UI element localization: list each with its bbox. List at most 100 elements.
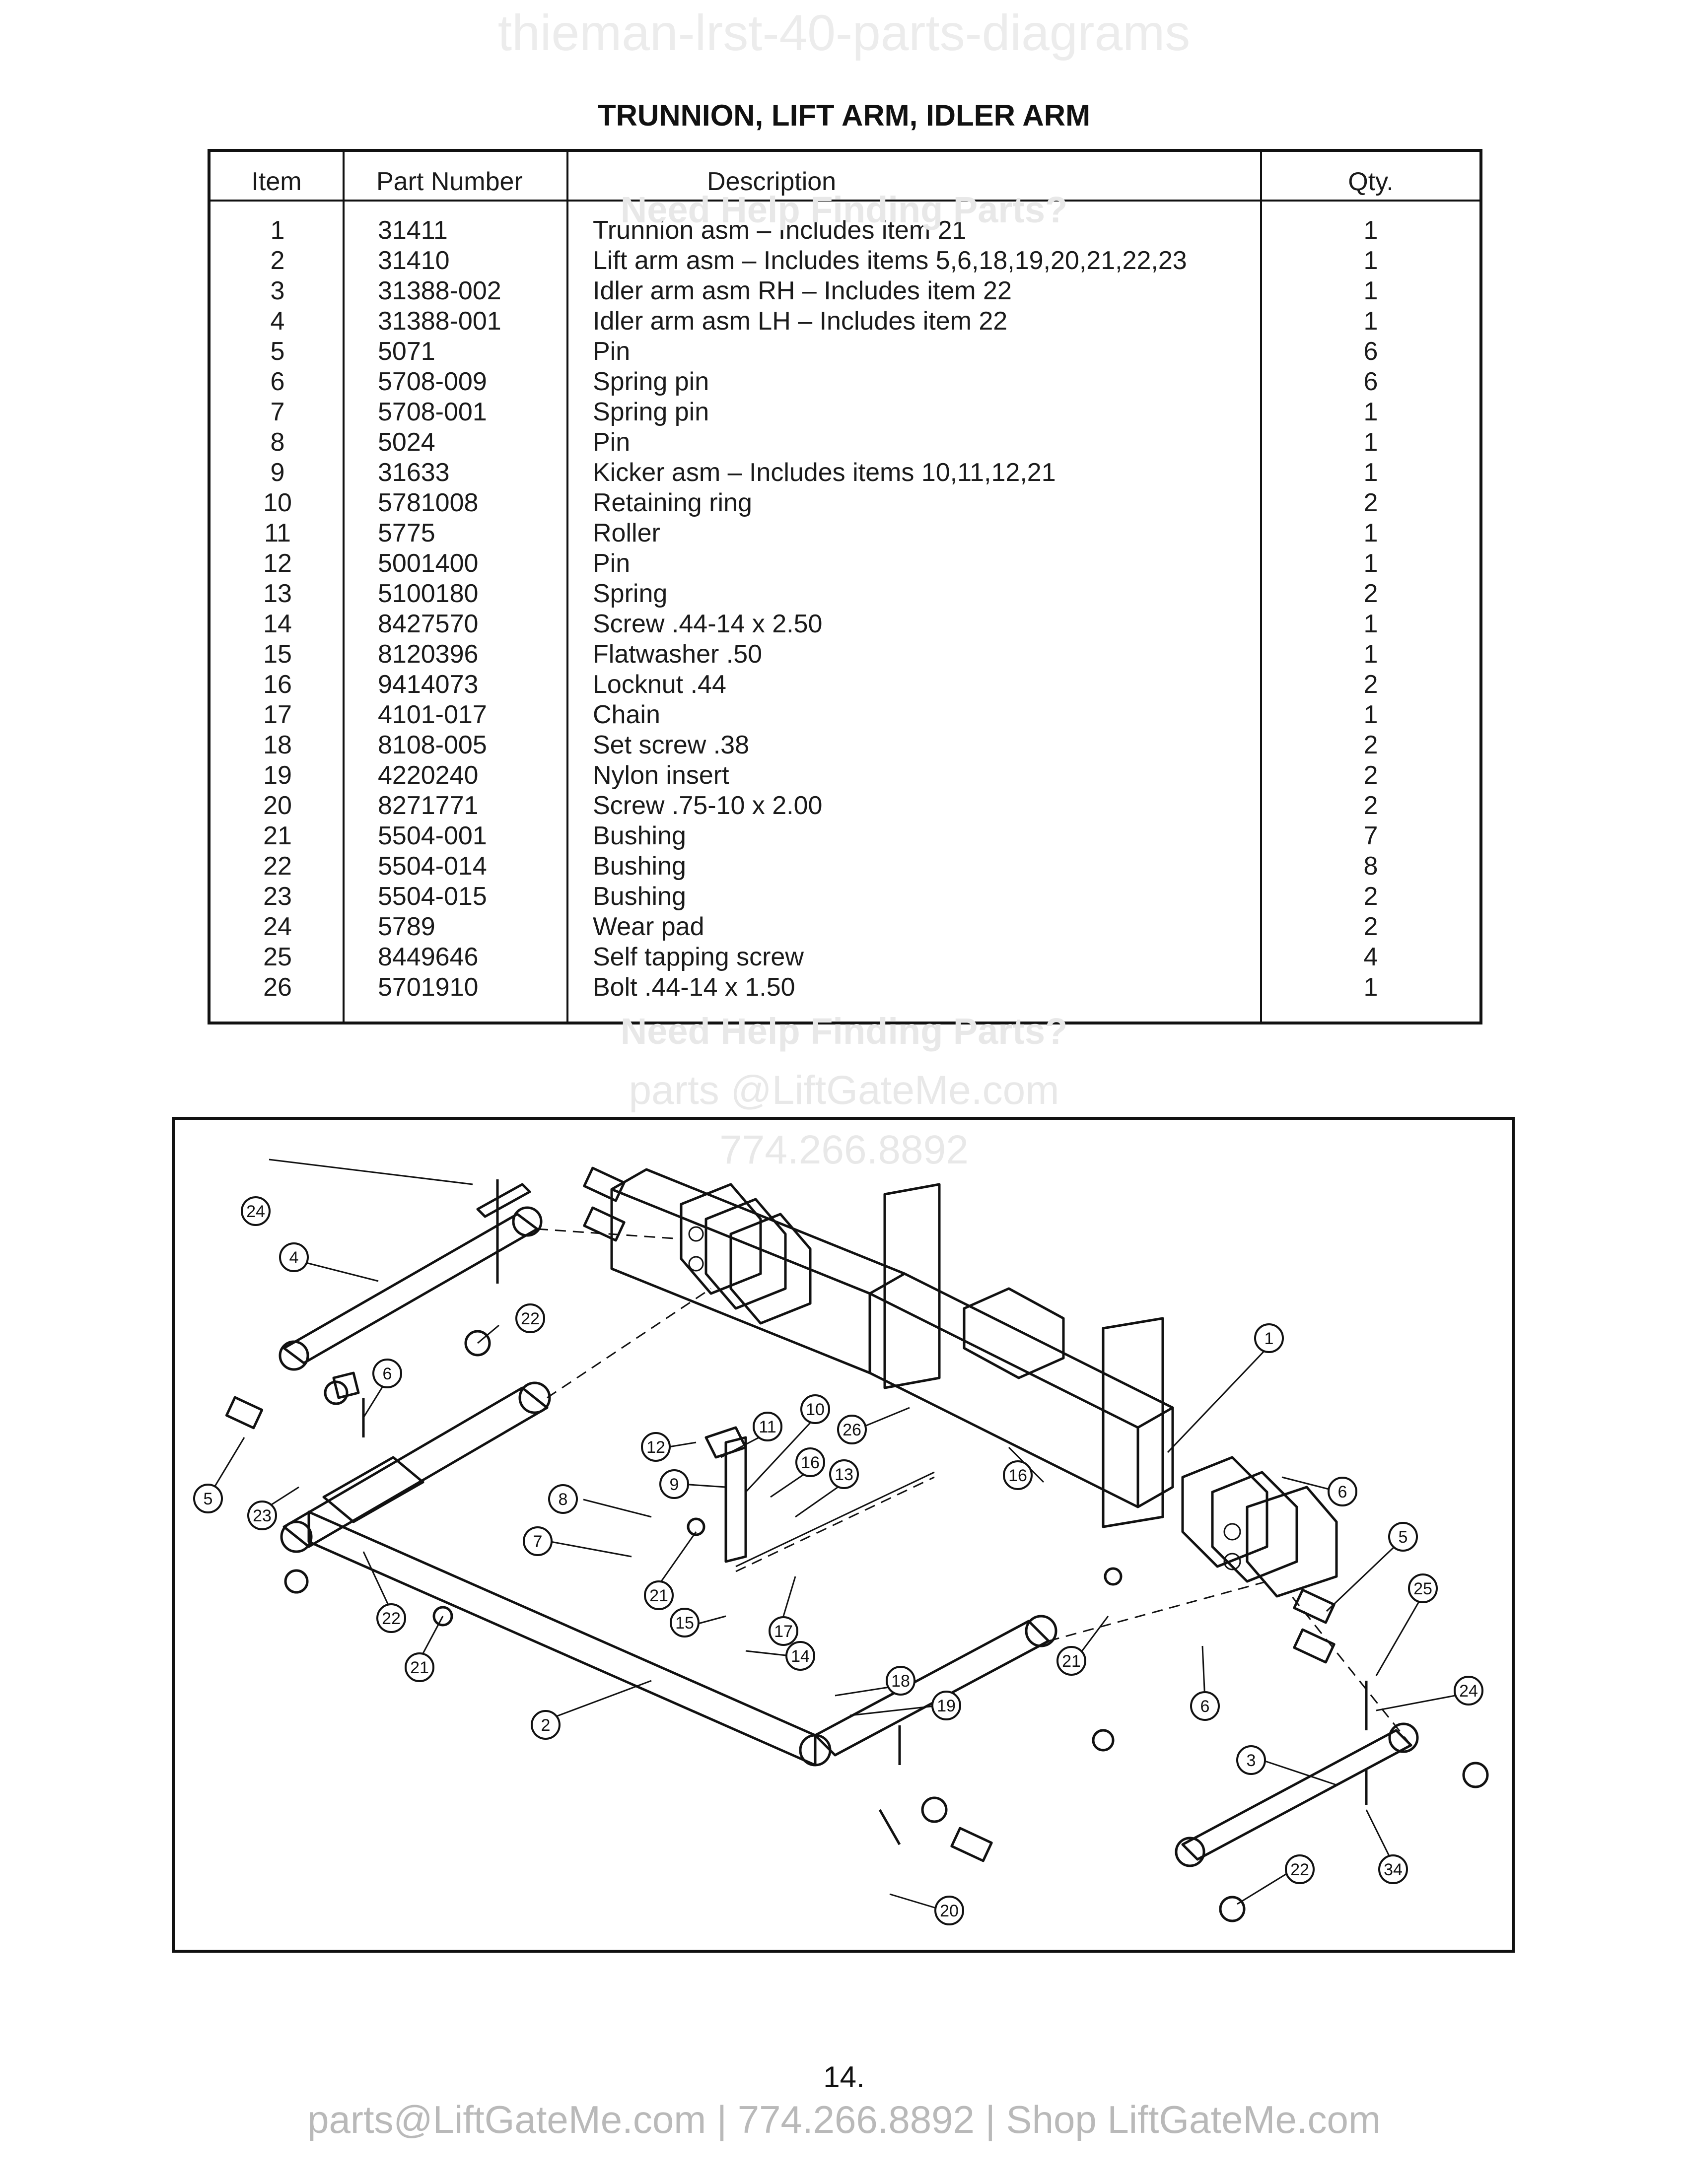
description-cell: Flatwasher .50 <box>593 640 763 669</box>
watermark-help: Need Help Finding Parts? <box>620 1011 1068 1052</box>
part-number-cell: 5504-015 <box>378 882 487 911</box>
svg-text:12: 12 <box>646 1438 665 1457</box>
callout-7: 7 <box>523 1526 553 1556</box>
svg-text:16: 16 <box>801 1453 820 1472</box>
item-cell: 7 <box>270 398 285 426</box>
assembly-line <box>547 1288 711 1399</box>
svg-text:7: 7 <box>533 1532 543 1551</box>
callout-24: 24 <box>1454 1676 1483 1706</box>
svg-text:14: 14 <box>791 1647 810 1666</box>
item-cell: 10 <box>263 488 292 517</box>
svg-text:6: 6 <box>1338 1483 1347 1502</box>
callout-24: 24 <box>241 1196 271 1226</box>
item-cell: 15 <box>263 640 292 669</box>
part-number-cell: 4101-017 <box>378 700 487 729</box>
idler-arm-lh <box>279 1183 543 1399</box>
header-part-number: Part Number <box>376 167 523 196</box>
svg-text:20: 20 <box>940 1902 959 1920</box>
part-number-cell: 31410 <box>378 246 450 275</box>
svg-text:9: 9 <box>670 1475 679 1494</box>
leader-lines <box>207 1159 1466 1910</box>
item-cell: 22 <box>263 852 292 881</box>
callout-6: 6 <box>1328 1477 1357 1506</box>
callout-6: 6 <box>372 1359 402 1388</box>
svg-text:22: 22 <box>521 1309 540 1328</box>
watermark-phone: 774.266.8892 <box>719 1127 969 1172</box>
part-number-cell: 8120396 <box>378 640 479 669</box>
part-number-cell: 4220240 <box>378 761 479 790</box>
description-cell: Spring <box>593 579 668 608</box>
qty-cell: 2 <box>1363 731 1378 759</box>
callout-22: 22 <box>515 1303 545 1333</box>
part-number-cell: 5708-009 <box>378 367 487 396</box>
callout-2: 2 <box>531 1710 561 1740</box>
qty-cell: 6 <box>1363 337 1378 366</box>
part-number-cell: 5708-001 <box>378 398 487 426</box>
item-cell: 11 <box>264 519 291 547</box>
qty-cell: 2 <box>1363 488 1378 517</box>
item-cell: 13 <box>263 579 292 608</box>
callout-18: 18 <box>886 1666 915 1696</box>
callout-16: 16 <box>795 1447 825 1477</box>
callout-13: 13 <box>829 1459 859 1489</box>
callout-3: 3 <box>1236 1745 1266 1775</box>
svg-text:24: 24 <box>1459 1682 1478 1701</box>
part-number-cell: 5701910 <box>378 973 479 1002</box>
svg-text:10: 10 <box>806 1400 825 1419</box>
description-cell: Spring pin <box>593 367 709 396</box>
part-number-cell: 5775 <box>378 519 435 547</box>
table-row: 15 8120396 Flatwasher .50 1 <box>211 639 1479 670</box>
page-number: 14. <box>823 2060 865 2094</box>
callout-22: 22 <box>1285 1854 1315 1884</box>
description-cell: Self tapping screw <box>593 943 804 971</box>
callout-5: 5 <box>1388 1522 1418 1552</box>
callout-9: 9 <box>659 1469 689 1499</box>
description-cell: Spring pin <box>593 398 709 426</box>
callout-26: 26 <box>837 1415 867 1444</box>
qty-cell: 1 <box>1363 640 1378 669</box>
part-number-cell: 9414073 <box>378 670 479 699</box>
part-number-cell: 8449646 <box>378 943 479 971</box>
part-number-cell: 31411 <box>378 216 448 245</box>
description-cell: Kicker asm – Includes items 10,11,12,21 <box>593 458 1056 487</box>
callout-14: 14 <box>785 1641 815 1671</box>
callout-25: 25 <box>1408 1573 1438 1603</box>
svg-text:11: 11 <box>759 1418 776 1436</box>
watermark-email: parts @LiftGateMe.com <box>629 1068 1059 1113</box>
svg-text:21: 21 <box>649 1586 668 1605</box>
callout-21: 21 <box>644 1580 674 1610</box>
header-item: Item <box>251 167 302 196</box>
svg-text:5: 5 <box>1399 1528 1408 1547</box>
callout-19: 19 <box>931 1691 961 1720</box>
qty-cell: 2 <box>1363 761 1378 790</box>
callout-11: 11 <box>753 1412 782 1441</box>
qty-cell: 6 <box>1363 367 1378 396</box>
item-cell: 2 <box>270 246 285 275</box>
callout-23: 23 <box>247 1501 277 1530</box>
footer-contact: parts@LiftGateMe.com | 774.266.8892 | Sh… <box>307 2098 1381 2141</box>
exploded-view: 2442265232221121110916132687211517142181… <box>193 1159 1489 1925</box>
description-cell: Retaining ring <box>593 488 752 517</box>
description-cell: Set screw .38 <box>593 731 750 759</box>
table-divider <box>1260 152 1262 1022</box>
callout-15: 15 <box>670 1608 700 1638</box>
part-number-cell: 31388-001 <box>378 307 501 336</box>
kicker-assembly <box>704 1426 935 1572</box>
assembly-line <box>1291 1596 1412 1746</box>
assembly-line <box>1048 1580 1267 1642</box>
description-cell: Lift arm asm – Includes items 5,6,18,19,… <box>593 246 1187 275</box>
item-cell: 5 <box>270 337 285 366</box>
callout-5: 5 <box>193 1484 223 1513</box>
qty-cell: 7 <box>1363 821 1378 850</box>
